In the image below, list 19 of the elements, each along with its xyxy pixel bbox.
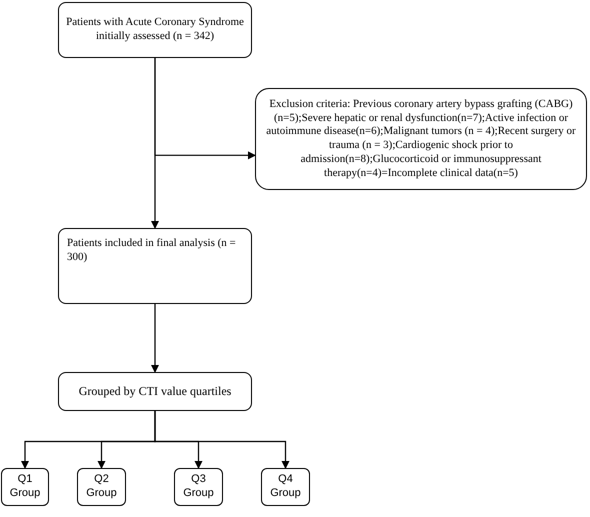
process-box — [58, 372, 252, 411]
box-text: Exclusion criteria: Previous coronary artery bypass grafting (CABG) (n=5);Severe hepatic or renal dysfunction(n=7);Active infection or autoimmune disease(n=6);Malignant tumors (n = 4);Recent surgery or trauma (n = 3);Cardiogenic shock prior to admission(n=8);Glucocorticoid or immunosuppressant therapy(n=4)=Incomplete clinical data(n=5) — [265, 98, 577, 180]
arrow — [154, 411, 290, 469]
process-box — [1, 468, 49, 506]
process-box — [174, 468, 223, 506]
box-text: Q1 Group — [8, 473, 42, 501]
arrow — [151, 304, 159, 373]
box-text: Q4 Group — [269, 473, 302, 501]
process-box — [58, 228, 252, 304]
process-box — [58, 2, 252, 58]
box-text: Q2 Group — [85, 473, 118, 501]
box-text: Grouped by CTI value quartiles — [78, 384, 232, 399]
arrow — [151, 58, 159, 229]
box-text: Patients with Acute Coronary Syndrome initially assessed (n = 342) — [65, 16, 245, 44]
process-box — [255, 88, 587, 190]
process-box — [261, 468, 310, 506]
process-box — [77, 468, 126, 506]
box-text: Q3 Group — [182, 473, 215, 501]
box-text: Patients included in final analysis (n = 300) — [67, 237, 237, 264]
